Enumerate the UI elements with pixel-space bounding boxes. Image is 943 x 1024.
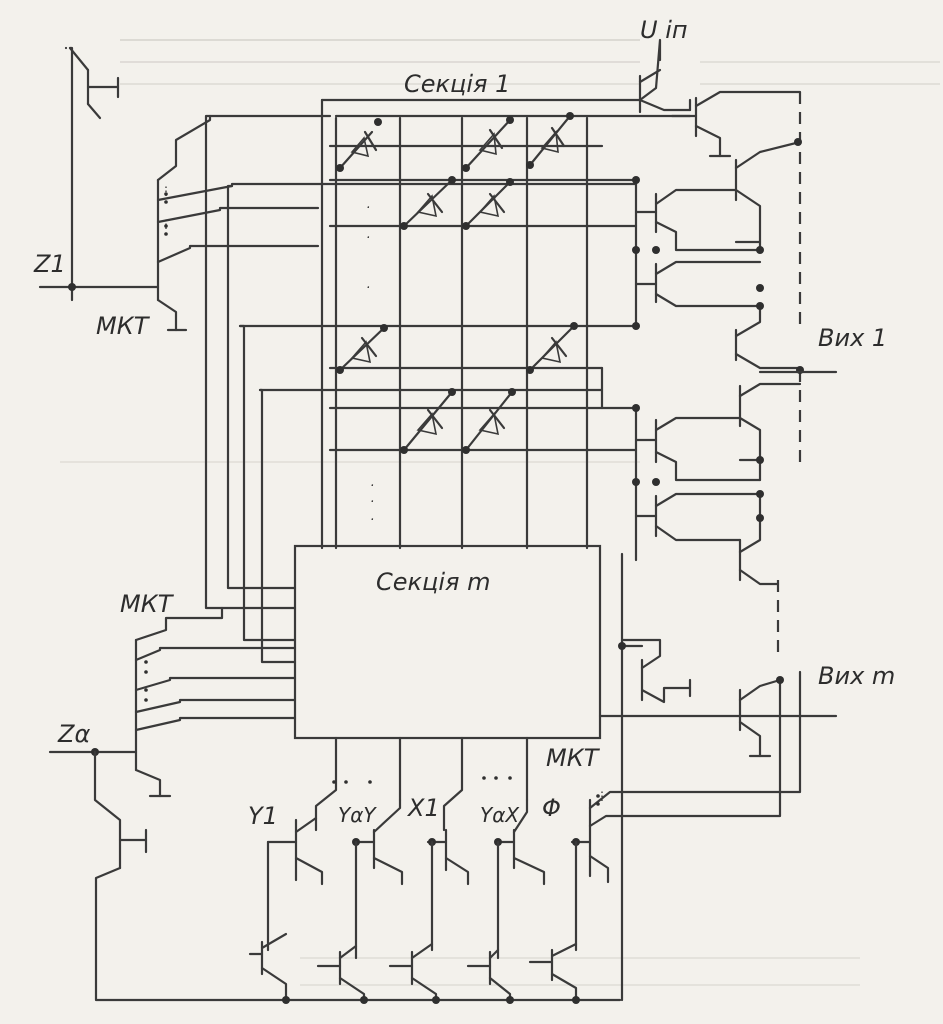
section-1-label: Секція 1 <box>404 70 510 98</box>
svg-text:·: · <box>366 231 370 246</box>
diode-row-1 <box>336 112 574 172</box>
transistor-top-left <box>64 46 120 302</box>
section-1-matrix: · · · · · · <box>238 98 692 550</box>
svg-text:·: · <box>366 201 370 216</box>
svg-text:·: · <box>370 495 374 510</box>
bottom-transistor-ladder <box>248 552 624 1004</box>
output-2-stage <box>600 366 802 586</box>
x1-label: X1 <box>406 794 440 822</box>
svg-text:·: · <box>370 479 374 494</box>
diode-row-4 <box>400 388 516 454</box>
mkt-mid-label: МКТ <box>120 590 175 618</box>
mkt-top-label: МКТ <box>96 312 151 340</box>
mkt-top-transistor: ⋮ ⋮ <box>38 114 638 332</box>
svg-text:⋮: ⋮ <box>160 217 172 231</box>
section-m-label: Секція m <box>376 568 490 596</box>
bleed-through-text <box>60 39 940 986</box>
output-m-stage <box>598 638 838 758</box>
mkt-bottom-label: МКТ <box>546 744 601 772</box>
phi-label: Φ <box>542 794 561 822</box>
input-z1-label: Z1 <box>33 250 66 278</box>
y1-label: Y1 <box>248 802 278 830</box>
lower-transistors: ⋮ <box>266 670 802 886</box>
output-1-stage <box>632 138 838 374</box>
supply-label: U іп <box>640 16 688 44</box>
ellipsis-dots <box>144 192 600 806</box>
dots-marker: ⋮ <box>160 184 172 198</box>
diode-row-3 <box>336 322 578 374</box>
input-za-label: Zα <box>57 720 90 748</box>
yay-label: YαY <box>338 803 377 827</box>
supply-stage <box>638 38 802 660</box>
yax-label: YαX <box>480 803 520 827</box>
output-1-label: Вих 1 <box>818 324 887 352</box>
diode-row-2 <box>400 176 514 230</box>
section-m-inputs <box>134 114 297 664</box>
output-m-label: Вих m <box>818 662 895 690</box>
svg-text:·: · <box>370 513 374 528</box>
svg-text:⋮: ⋮ <box>596 789 608 803</box>
section-m-block <box>293 544 602 740</box>
svg-text:·: · <box>366 281 370 296</box>
mkt-mid-transistor <box>48 638 622 1002</box>
